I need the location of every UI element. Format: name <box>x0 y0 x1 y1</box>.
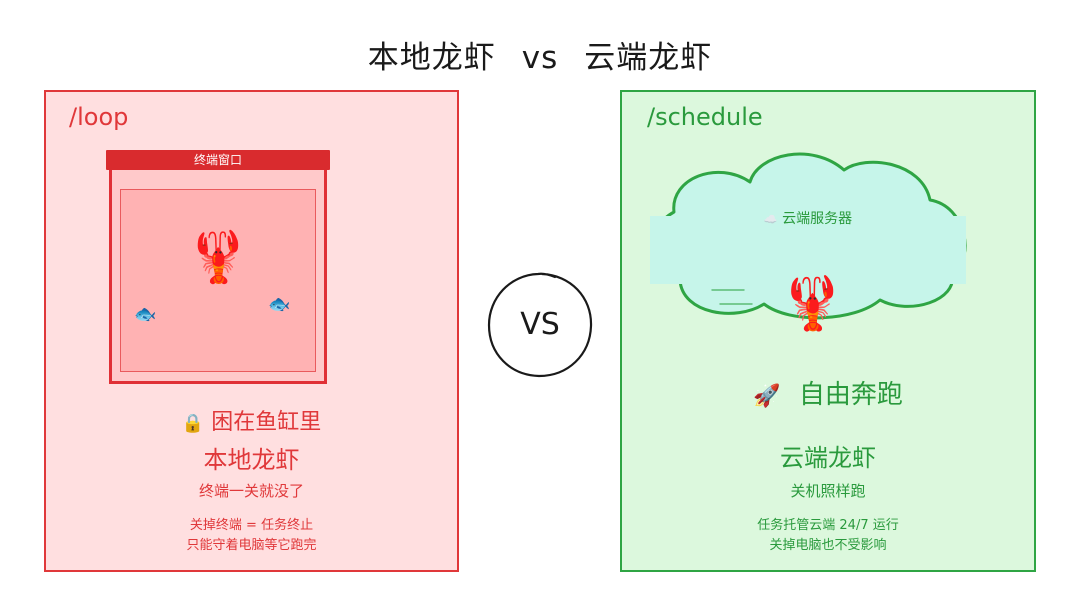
lobster-icon: 🦞 <box>187 228 250 286</box>
lock-icon: 🔒 <box>181 413 205 434</box>
cloud-note-line-2: 关掉电脑也不受影响 <box>769 538 887 553</box>
lobster-icon: 🦞 <box>780 274 845 334</box>
fish-icon: 🐟 <box>268 294 291 315</box>
title-right: 云端龙虾 <box>584 40 713 76</box>
cloud-server-text: 云端服务器 <box>782 211 853 227</box>
cloud-note-line-1: 任务托管云端 24/7 运行 <box>757 518 899 533</box>
title-left: 本地龙虾 <box>367 40 496 76</box>
cloud-status-text: 自由奔跑 <box>798 380 903 410</box>
local-status-text: 困在鱼缸里 <box>211 410 322 435</box>
cloud-lobster-subtitle: 关机照样跑 <box>790 482 866 500</box>
fish-icon: 🐟 <box>134 304 157 325</box>
title-vs: vs <box>521 40 559 76</box>
schedule-command-label: /schedule <box>647 103 763 131</box>
rocket-icon: 🚀 <box>753 384 781 409</box>
vs-label: VS <box>520 307 560 342</box>
page-title: 本地龙虾 vs 云端龙虾 <box>0 32 1080 77</box>
cloud-icon: ☁️ <box>763 213 778 226</box>
local-note-line-1: 关掉终端 = 任务终止 <box>189 518 314 533</box>
fish-tank <box>120 189 316 372</box>
cloud-lobster-name: 云端龙虾 <box>780 444 876 472</box>
cloud-server-label: ☁️ 云端服务器 <box>650 208 966 228</box>
loop-command-label: /loop <box>69 103 129 131</box>
terminal-window-titlebar: 终端窗口 <box>106 150 330 170</box>
local-status: 🔒 困在鱼缸里 <box>44 404 459 436</box>
local-lobster-name: 本地龙虾 <box>203 446 300 474</box>
local-lobster-subtitle: 终端一关就没了 <box>198 482 304 500</box>
vs-circle <box>487 272 593 378</box>
cloud-status: 🚀 自由奔跑 <box>620 374 1036 411</box>
cloud-shape <box>650 152 967 320</box>
local-note-line-2: 只能守着电脑等它跑完 <box>186 538 317 553</box>
